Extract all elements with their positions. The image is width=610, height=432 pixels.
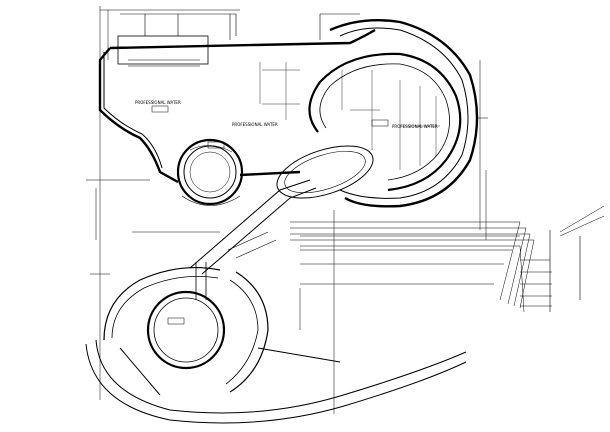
diagonal-corridor [189,179,317,300]
grid-lines [86,6,520,414]
feeder-lines [290,205,605,313]
annotation-label: PROFESSIONAL WATER [232,122,278,127]
central-circular-room [176,138,244,206]
outer-wall [98,19,479,208]
large-circular-hall [276,52,462,199]
upper-left-room [100,9,240,67]
title-boxes [151,105,389,325]
annotation-label: PROFESSIONAL WATER [392,124,438,129]
annotation-label: PROFESSIONAL WATER [135,100,181,105]
lower-circular-room [103,266,269,393]
bottom-curved-band [85,339,467,424]
